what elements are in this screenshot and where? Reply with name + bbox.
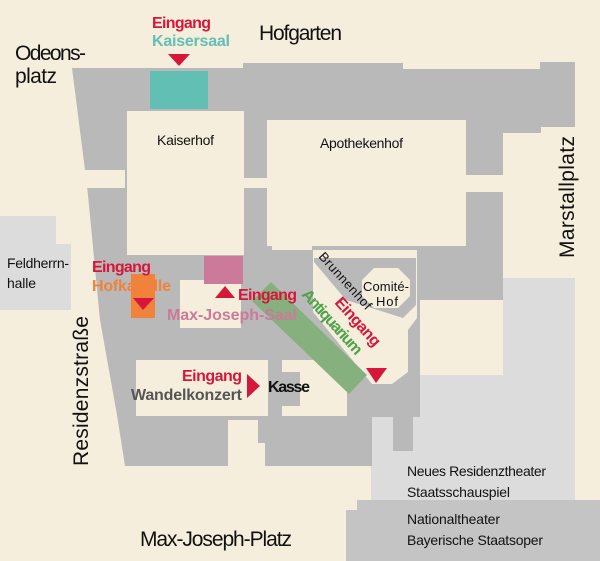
- hofkapelle-entrance-arrow-icon: [133, 298, 154, 310]
- max-joseph-platz-label: Max-Joseph-Platz: [140, 528, 292, 551]
- comitehof-label-1: Comité-: [363, 279, 409, 294]
- feldherrnhalle-building: [0, 216, 71, 310]
- antiquarium-entrance-arrow-icon: [366, 368, 387, 383]
- odeonsplatz-label-2: platz: [15, 65, 57, 88]
- passage: [85, 170, 125, 188]
- apothekenhof-courtyard: [267, 120, 466, 246]
- passage: [272, 246, 312, 250]
- max-joseph-saal-area[interactable]: [204, 256, 243, 284]
- apothekenhof-label: Apothekenhof: [320, 135, 403, 151]
- residenztheater-label-2: Staatsschauspiel: [407, 484, 510, 500]
- antiquarium-area[interactable]: [252, 282, 367, 394]
- kaisersaal-entrance-label: Eingang: [152, 15, 211, 32]
- kaiserhof-courtyard: [127, 111, 244, 255]
- max-joseph-saal-entrance-label: Eingang: [238, 287, 297, 304]
- feldherrnhalle-label-2: halle: [7, 275, 36, 291]
- courtyard: [180, 280, 241, 328]
- hofkapelle-entrance-label: Eingang: [92, 259, 151, 276]
- marstallplatz-label: Marstallplatz: [556, 136, 579, 258]
- nationaltheater-label-1: Nationaltheater: [407, 511, 500, 527]
- comitehof-courtyard: [362, 268, 410, 308]
- max-joseph-saal-entrance-arrow-icon: [215, 286, 235, 298]
- max-joseph-saal-name-label[interactable]: Max-Joseph-Saal: [167, 307, 297, 324]
- residenztheater-label-1: Neues Residenztheater: [407, 463, 546, 479]
- residenzstrasse-label: Residenzstraße: [70, 316, 93, 466]
- residenztheater-building: [371, 278, 575, 500]
- nationaltheater-label-2: Bayerische Staatsoper: [407, 532, 543, 548]
- wandelkonzert-name-label[interactable]: Wandelkonzert: [131, 387, 243, 404]
- kaisersaal-entrance-arrow-icon: [168, 54, 190, 66]
- kasse-label[interactable]: Kasse: [268, 379, 310, 396]
- courtyard: [420, 300, 503, 375]
- passage: [466, 175, 503, 192]
- feldherrnhalle-label-1: Feldherrn-: [7, 255, 69, 271]
- kasse-building: [282, 372, 300, 406]
- wandelkonzert-entrance-arrow-icon: [247, 374, 260, 398]
- wandelkonzert-entrance-label: Eingang: [182, 368, 242, 385]
- hofgarten-label: Hofgarten: [259, 22, 342, 45]
- passage: [228, 420, 258, 466]
- courtyard: [136, 360, 268, 416]
- kaisersaal-name-label[interactable]: Kaisersaal: [152, 33, 230, 50]
- kaiserhof-label: Kaiserhof: [157, 132, 214, 148]
- comitehof-label-2: Hof: [376, 294, 398, 309]
- kaisersaal-area[interactable]: [150, 71, 208, 109]
- hofkapelle-name-label[interactable]: Hofkapelle: [92, 278, 171, 295]
- passage: [244, 178, 267, 188]
- nationaltheater-building: [346, 500, 600, 561]
- hofkapelle-area[interactable]: [131, 274, 155, 318]
- odeonsplatz-label-1: Odeons-: [15, 42, 86, 65]
